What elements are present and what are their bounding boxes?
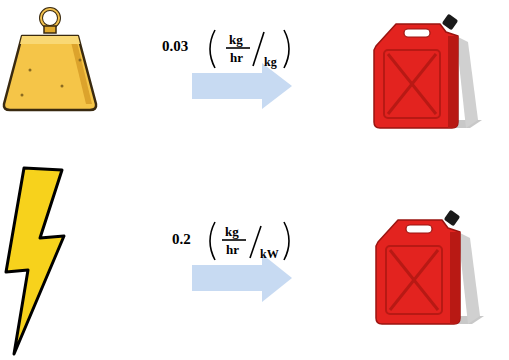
weight-icon: [4, 9, 96, 110]
unit-denominator: hr: [226, 243, 239, 256]
unit-numerator: kg: [225, 225, 239, 238]
block-arrow: [192, 63, 292, 109]
lightning-icon: [6, 168, 64, 354]
fuel-can-icon: [376, 210, 484, 324]
rate-value: 0.03: [162, 39, 188, 54]
formula-marks: [210, 30, 289, 260]
unit-denominator: hr: [230, 51, 243, 64]
block-arrow: [192, 254, 292, 302]
unit-subscript: kW: [260, 248, 279, 260]
unit-subscript: kg: [264, 56, 277, 68]
fuel-can-icon: [374, 14, 482, 128]
unit-numerator: kg: [229, 33, 243, 46]
rate-value: 0.2: [172, 232, 191, 247]
